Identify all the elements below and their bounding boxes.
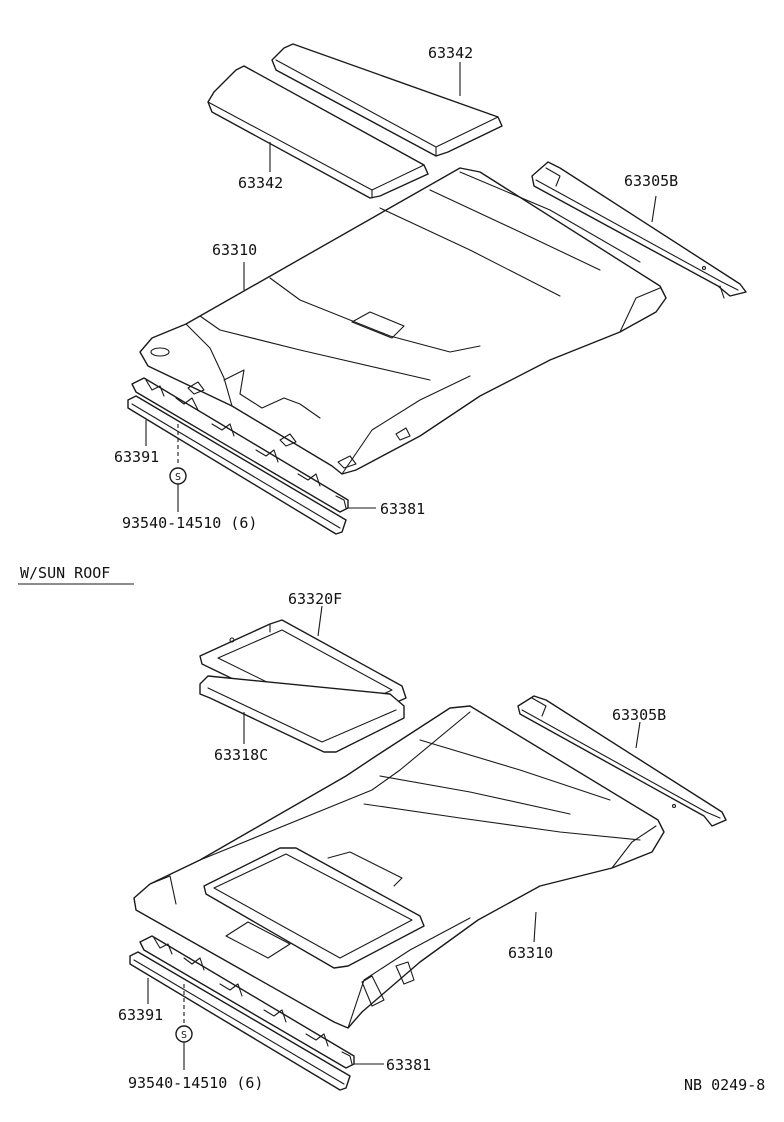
label-63342-lower: 63342 — [238, 174, 283, 192]
section-title-sunroof: W/SUN ROOF — [20, 564, 110, 582]
front-retainer-top — [127, 395, 347, 535]
label-63305b-top: 63305B — [624, 172, 678, 190]
label-63310-top: 63310 — [212, 241, 257, 259]
clip-bottom: S — [175, 984, 193, 1070]
label-63310-bottom: 63310 — [508, 944, 553, 962]
header-rail-top — [531, 161, 747, 299]
label-63320f: 63320F — [288, 590, 342, 608]
label-63381-top: 63381 — [380, 500, 425, 518]
label-clip-top: 93540-14510 (6) — [122, 514, 257, 532]
label-63342-upper: 63342 — [428, 44, 473, 62]
top-assembly: S 63342 63342 63305B 63310 63391 93540-1… — [114, 43, 747, 535]
bottom-assembly: S 63320F 63318C 63305B 63310 63391 93540… — [118, 590, 727, 1092]
front-retainer-bottom — [129, 951, 351, 1091]
label-clip-bottom: 93540-14510 (6) — [128, 1074, 263, 1092]
roof-panel-lower — [207, 65, 429, 199]
label-63305b-bottom: 63305B — [612, 706, 666, 724]
label-63318c: 63318C — [214, 746, 268, 764]
clip-symbol-bottom: S — [181, 1030, 187, 1041]
headlining-bottom — [133, 705, 665, 1029]
headlining-top — [139, 167, 667, 475]
label-63381-bottom: 63381 — [386, 1056, 431, 1074]
clip-top: S — [169, 424, 187, 512]
sunroof-seal — [199, 675, 405, 753]
header-rail-bottom — [517, 695, 727, 827]
clip-symbol-top: S — [175, 472, 181, 483]
label-63391-top: 63391 — [114, 448, 159, 466]
label-63391-bottom: 63391 — [118, 1006, 163, 1024]
drawing-code: NB 0249-8 — [684, 1076, 765, 1094]
roof-panel-upper — [271, 43, 503, 157]
